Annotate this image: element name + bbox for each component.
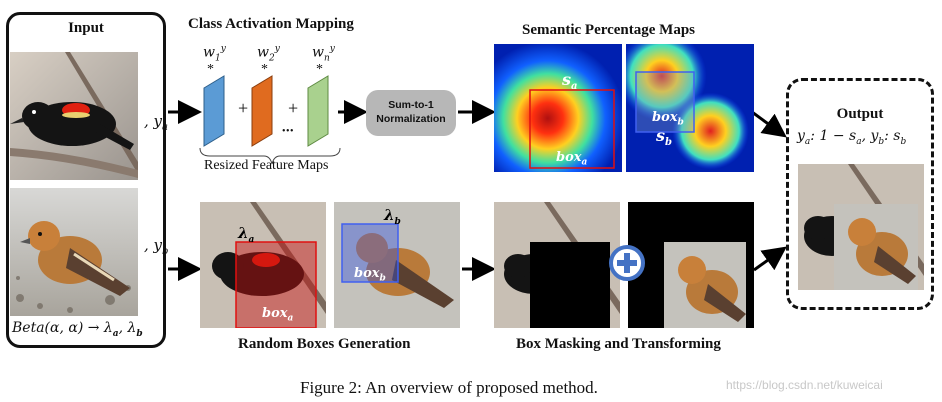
input-panel xyxy=(6,12,166,348)
weight-wn: wny xyxy=(312,44,335,64)
semantic-map-a xyxy=(494,44,622,172)
combine-plus-icon xyxy=(609,245,645,281)
lambda-a: λa xyxy=(238,224,255,245)
feature-maps xyxy=(203,75,329,147)
input-title: Input xyxy=(68,20,104,36)
watermark: https://blog.csdn.net/kuweicai xyxy=(726,378,883,392)
semantic-s-a: sa xyxy=(562,70,578,93)
normalization-line2: Normalization xyxy=(376,113,446,125)
semantic-s-b: sb xyxy=(656,126,673,149)
masking-image-a xyxy=(494,202,620,328)
output-title: Output xyxy=(836,106,884,122)
random-box-b-label: boxb xyxy=(354,266,386,284)
output-panel xyxy=(786,78,934,310)
ellipsis: • • • xyxy=(282,126,293,137)
feature-map-n xyxy=(307,75,329,147)
transformed-patch-b xyxy=(664,242,746,328)
normalization-box: Sum-to-1 Normalization xyxy=(366,90,456,136)
semantic-box-b xyxy=(635,71,695,133)
feature-map-2 xyxy=(251,75,273,147)
masking-title: Box Masking and Transforming xyxy=(516,336,721,352)
cam-title: Class Activation Mapping xyxy=(188,16,354,32)
beta-formula: Beta(α, α) → λa, λb xyxy=(12,320,143,339)
random-box-a xyxy=(235,241,317,328)
figure-caption: Figure 2: An overview of proposed method… xyxy=(300,378,598,397)
feature-map-1 xyxy=(203,75,225,147)
random-box-a-label: boxa xyxy=(262,306,294,324)
semantic-title: Semantic Percentage Maps xyxy=(522,22,696,38)
star-n: * xyxy=(316,62,323,77)
input-label-a: , ya xyxy=(144,112,168,133)
weight-w1: w1y xyxy=(203,44,226,64)
weight-w2: w2y xyxy=(257,44,280,64)
input-image-a xyxy=(10,52,138,180)
feature-maps-caption: Resized Feature Maps xyxy=(204,158,329,173)
lambda-b: λb xyxy=(384,206,401,227)
random-box-image-a xyxy=(200,202,326,328)
star-1: * xyxy=(207,62,214,77)
input-image-b xyxy=(10,188,138,316)
star-2: * xyxy=(261,62,268,77)
random-box-b xyxy=(341,223,399,283)
masked-region-a xyxy=(530,242,610,328)
plus-2: + xyxy=(288,98,299,118)
output-image xyxy=(798,164,924,290)
semantic-box-a xyxy=(529,89,615,169)
arrow-maps-to-output xyxy=(751,110,787,138)
semantic-box-a-label: boxa xyxy=(556,150,588,168)
semantic-map-b xyxy=(626,44,754,172)
arrow-masking-to-output xyxy=(753,246,787,272)
random-box-image-b xyxy=(334,202,460,328)
plus-1: + xyxy=(238,98,249,118)
feature-maps-brace xyxy=(199,147,341,165)
masking-image-b xyxy=(628,202,754,328)
output-formula: ya: 1 − sa, yb: sb xyxy=(797,128,907,147)
normalization-line1: Sum-to-1 xyxy=(388,99,434,112)
random-boxes-title: Random Boxes Generation xyxy=(238,336,411,352)
semantic-box-b-label: boxb xyxy=(652,110,684,128)
input-label-b: , yb xyxy=(144,236,169,257)
output-pasted-patch xyxy=(834,204,918,290)
